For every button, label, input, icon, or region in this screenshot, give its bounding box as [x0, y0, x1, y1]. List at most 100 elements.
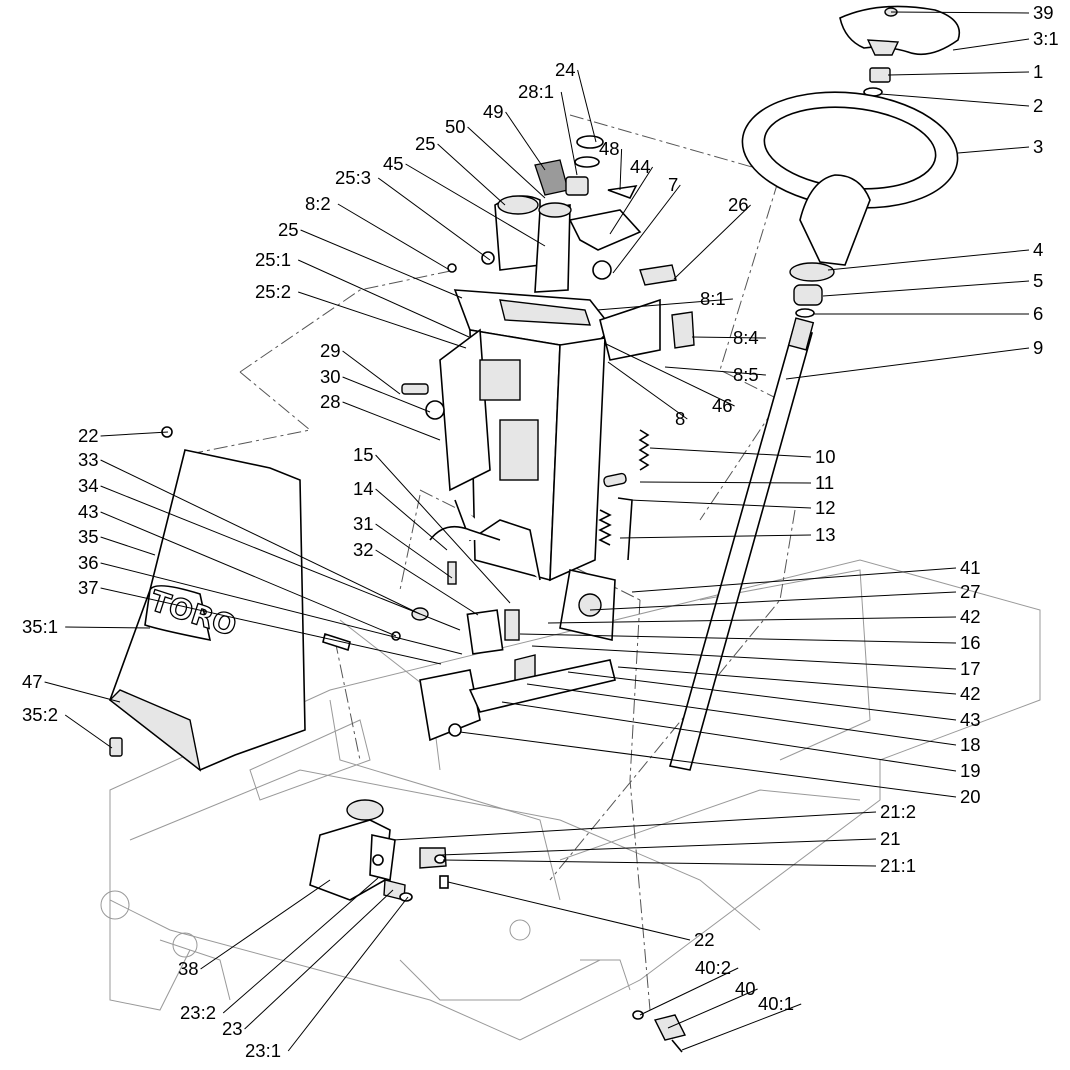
leader-line: [505, 111, 546, 171]
bushing: [789, 262, 835, 282]
leader-line: [300, 229, 463, 299]
leader-line: [519, 633, 957, 644]
callout-18: 18: [960, 734, 981, 755]
spring-assembly: [598, 429, 650, 561]
callout-22: 22: [694, 929, 715, 950]
callout-34: 34: [78, 475, 99, 496]
callout-14: 14: [353, 478, 374, 499]
callout-labels: 393:112345691011121341274216174243181920…: [22, 2, 1059, 1061]
leader-line: [100, 459, 421, 615]
callout-7: 7: [668, 174, 678, 195]
bearing: [793, 284, 823, 306]
leader-line: [375, 549, 479, 616]
leader-line: [100, 485, 461, 631]
callout-25: 25: [278, 219, 299, 240]
leader-line: [560, 91, 578, 176]
leader-line: [501, 701, 957, 772]
leader-line: [100, 536, 156, 556]
callout-35-1: 35:1: [22, 616, 58, 637]
callout-25-1: 25:1: [255, 249, 291, 270]
chassis-ghost: [100, 559, 1041, 1041]
leader-line: [375, 488, 448, 551]
callout-31: 31: [353, 513, 374, 534]
callout-2: 2: [1033, 95, 1043, 116]
callout-43: 43: [960, 709, 981, 730]
leader-line: [547, 616, 957, 624]
leader-line: [639, 481, 812, 484]
fitting: [632, 1010, 687, 1053]
callout-46: 46: [712, 395, 733, 416]
callout-26: 26: [728, 194, 749, 215]
callout-25-2: 25:2: [255, 281, 291, 302]
leader-line: [287, 896, 409, 1052]
callout-1: 1: [1033, 61, 1043, 82]
leader-line: [681, 1003, 802, 1051]
callout-36: 36: [78, 552, 99, 573]
callout-3: 3: [1033, 136, 1043, 157]
leader-line: [342, 401, 441, 441]
leader-line: [629, 499, 812, 509]
leader-line: [437, 143, 506, 206]
leader-line: [298, 291, 467, 349]
leader-line: [887, 71, 1030, 76]
leader-line: [785, 347, 1030, 380]
leader-line: [526, 683, 957, 746]
callout-45: 45: [383, 153, 404, 174]
callout-5: 5: [1033, 270, 1043, 291]
callout-39: 39: [1033, 2, 1054, 23]
leader-line: [639, 967, 739, 1016]
clip: [795, 308, 815, 318]
steering-shaft: [668, 317, 815, 771]
leader-line: [589, 591, 957, 611]
leader-line: [100, 431, 169, 437]
callout-40-1: 40:1: [758, 993, 794, 1014]
callout-38: 38: [178, 958, 199, 979]
callout-24: 24: [555, 59, 576, 80]
callout-21: 21: [880, 828, 901, 849]
callout-8-2: 8:2: [305, 193, 331, 214]
callout-21-1: 21:1: [880, 855, 916, 876]
leader-line: [222, 877, 379, 1014]
leader-line: [342, 350, 401, 395]
callout-48: 48: [599, 138, 620, 159]
leader-line: [691, 336, 766, 339]
callout-16: 16: [960, 632, 981, 653]
callout-23: 23: [222, 1018, 243, 1039]
callout-20: 20: [960, 786, 981, 807]
leader-line: [337, 203, 449, 270]
leader-line: [952, 38, 1030, 51]
callout-8-1: 8:1: [700, 288, 726, 309]
leader-line: [297, 259, 470, 338]
callout-28: 28: [320, 391, 341, 412]
callout-28-1: 28:1: [518, 81, 554, 102]
callout-3-1: 3:1: [1033, 28, 1059, 49]
leader-line: [649, 447, 812, 458]
leader-line: [100, 587, 442, 665]
callout-4: 4: [1033, 239, 1043, 260]
callout-44: 44: [630, 156, 651, 177]
callout-35-2: 35:2: [22, 704, 58, 725]
control-tower: [439, 289, 614, 582]
leader-line: [577, 69, 597, 143]
leader-line: [567, 671, 957, 721]
callout-11: 11: [815, 472, 834, 493]
leader-line: [392, 811, 877, 841]
callout-32: 32: [353, 539, 374, 560]
leader-line: [890, 11, 1030, 14]
leader-line: [673, 204, 751, 280]
leader-line: [827, 249, 1030, 271]
steering-valve: [309, 799, 449, 902]
callout-42: 42: [960, 683, 981, 704]
callout-9: 9: [1033, 337, 1043, 358]
callout-8: 8: [675, 408, 685, 429]
leader-line: [664, 366, 766, 376]
leader-line: [596, 298, 733, 311]
callout-25-3: 25:3: [335, 167, 371, 188]
callout-29: 29: [320, 340, 341, 361]
leader-line: [459, 731, 957, 798]
callout-6: 6: [1033, 303, 1043, 324]
leader-line: [607, 361, 688, 420]
callout-41: 41: [960, 557, 981, 578]
